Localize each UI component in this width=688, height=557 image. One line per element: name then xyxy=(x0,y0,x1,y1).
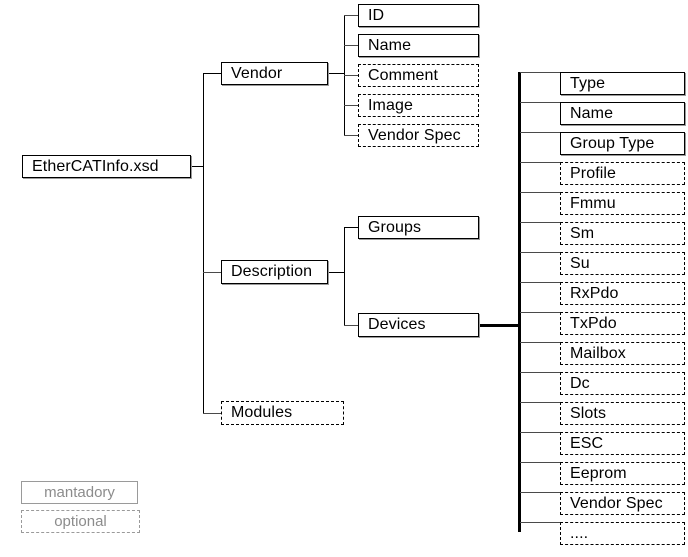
node-device-profile-label: Profile xyxy=(570,164,617,182)
node-device-dc-label: Dc xyxy=(570,374,590,392)
node-device-name-label: Name xyxy=(570,104,614,122)
node-device-slots[interactable]: Slots xyxy=(560,402,685,425)
node-devices[interactable]: Devices xyxy=(358,313,479,337)
connector-device-child-15 xyxy=(520,522,561,523)
connector-device-child-11 xyxy=(520,402,561,403)
connector-device-child-2 xyxy=(520,132,561,133)
connector-device-child-14 xyxy=(520,492,561,493)
node-vendor-id[interactable]: ID xyxy=(358,4,479,27)
connector-description-child-devices xyxy=(344,325,359,326)
node-device-txpdo-label: TxPdo xyxy=(570,314,617,332)
node-device-name[interactable]: Name xyxy=(560,102,685,125)
connector-trunk-vendor xyxy=(203,73,222,74)
connector-device-child-7 xyxy=(520,282,561,283)
connector-device-child-12 xyxy=(520,432,561,433)
node-vendor-comment-label: Comment xyxy=(368,66,439,84)
node-device-esc[interactable]: ESC xyxy=(560,432,685,455)
connector-root-stub xyxy=(191,166,204,167)
connector-device-child-0 xyxy=(520,72,561,73)
node-device-slots-label: Slots xyxy=(570,404,607,422)
legend-mandatory-label: mantadory xyxy=(44,484,115,501)
connector-device-child-1 xyxy=(520,102,561,103)
node-device-vendor-spec[interactable]: Vendor Spec xyxy=(560,492,685,515)
node-device-vendor-spec-label: Vendor Spec xyxy=(570,494,663,512)
node-vendor-spec-label: Vendor Spec xyxy=(368,126,461,144)
node-device-rxpdo-label: RxPdo xyxy=(570,284,619,302)
node-device-txpdo[interactable]: TxPdo xyxy=(560,312,685,335)
connector-description-stub xyxy=(328,272,344,273)
node-device-mailbox[interactable]: Mailbox xyxy=(560,342,685,365)
node-vendor-label: Vendor xyxy=(231,64,283,82)
connector-devices-stub xyxy=(479,324,521,327)
node-device-group-type[interactable]: Group Type xyxy=(560,132,685,155)
node-modules-label: Modules xyxy=(231,404,293,421)
connector-vendor-child-2 xyxy=(344,75,359,76)
connector-vendor-child-4 xyxy=(344,135,359,136)
node-device-sm[interactable]: Sm xyxy=(560,222,685,245)
node-device-group-type-label: Group Type xyxy=(570,134,655,152)
node-vendor-comment[interactable]: Comment xyxy=(358,64,479,87)
node-device-su-label: Su xyxy=(570,254,590,272)
node-groups[interactable]: Groups xyxy=(358,216,479,239)
node-device-rxpdo[interactable]: RxPdo xyxy=(560,282,685,305)
node-device-fmmu-label: Fmmu xyxy=(570,194,616,212)
legend-mandatory: mantadory xyxy=(21,481,138,504)
connector-description-spine xyxy=(344,227,345,325)
node-groups-label: Groups xyxy=(368,218,422,236)
connector-vendor-child-1 xyxy=(344,45,359,46)
connector-device-child-6 xyxy=(520,252,561,253)
node-device-eeprom-label: Eeprom xyxy=(570,464,627,482)
connector-trunk-modules xyxy=(203,413,222,414)
node-device-su[interactable]: Su xyxy=(560,252,685,275)
legend-optional: optional xyxy=(21,510,140,533)
node-vendor-image[interactable]: Image xyxy=(358,94,479,117)
node-devices-label: Devices xyxy=(368,316,426,333)
connector-device-child-8 xyxy=(520,312,561,313)
connector-device-child-13 xyxy=(520,462,561,463)
node-device-type[interactable]: Type xyxy=(560,72,685,95)
node-device-sm-label: Sm xyxy=(570,224,595,242)
connector-main-trunk xyxy=(203,73,204,413)
node-device-more[interactable]: .... xyxy=(560,522,685,545)
node-root-label: EtherCATInfo.xsd xyxy=(32,157,159,175)
connector-vendor-child-3 xyxy=(344,105,359,106)
connector-device-child-10 xyxy=(520,372,561,373)
connector-description-child-groups xyxy=(344,227,359,228)
node-vendor[interactable]: Vendor xyxy=(221,62,328,85)
connector-vendor-stub xyxy=(328,73,344,74)
connector-vendor-child-0 xyxy=(344,15,359,16)
connector-device-child-3 xyxy=(520,162,561,163)
node-device-mailbox-label: Mailbox xyxy=(570,344,626,362)
node-device-fmmu[interactable]: Fmmu xyxy=(560,192,685,215)
node-device-esc-label: ESC xyxy=(570,434,604,452)
node-device-eeprom[interactable]: Eeprom xyxy=(560,462,685,485)
node-device-type-label: Type xyxy=(570,74,606,92)
node-vendor-name[interactable]: Name xyxy=(358,34,479,57)
connector-device-child-9 xyxy=(520,342,561,343)
connector-device-child-4 xyxy=(520,192,561,193)
connector-device-child-5 xyxy=(520,222,561,223)
node-vendor-name-label: Name xyxy=(368,36,412,54)
node-root[interactable]: EtherCATInfo.xsd xyxy=(22,155,191,178)
node-vendor-image-label: Image xyxy=(368,96,413,114)
node-vendor-id-label: ID xyxy=(368,6,385,24)
node-device-more-label: .... xyxy=(570,524,589,542)
node-description[interactable]: Description xyxy=(221,260,328,284)
node-description-label: Description xyxy=(231,263,313,280)
node-modules[interactable]: Modules xyxy=(221,401,344,425)
connector-devices-spine xyxy=(518,72,521,532)
connector-trunk-description xyxy=(203,272,222,273)
node-device-dc[interactable]: Dc xyxy=(560,372,685,395)
node-vendor-spec[interactable]: Vendor Spec xyxy=(358,124,479,147)
node-device-profile[interactable]: Profile xyxy=(560,162,685,185)
legend-optional-label: optional xyxy=(54,513,107,530)
